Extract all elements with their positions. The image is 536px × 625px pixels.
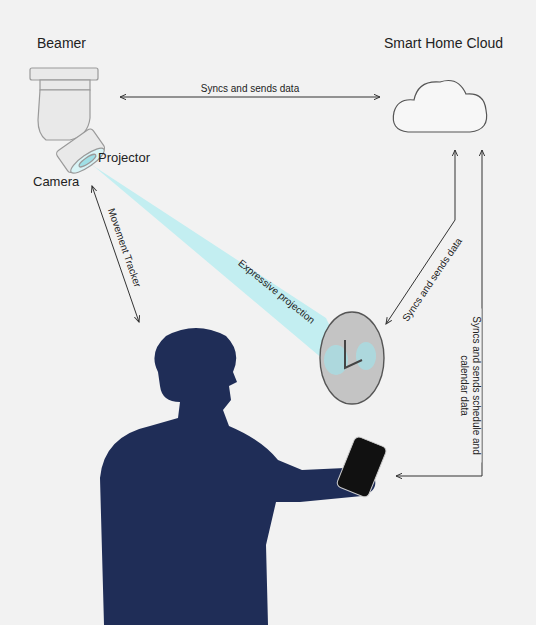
cloud-shape	[393, 81, 486, 133]
cloud-phone-arrow	[396, 150, 482, 476]
phone	[336, 436, 388, 499]
beamer-device	[30, 68, 109, 178]
annotation-label: Projector	[98, 151, 150, 166]
device-node: Smart Home Cloud	[380, 35, 515, 145]
annotation-label: Syncs and sends schedule and calendar da…	[459, 308, 482, 462]
edge-label: Syncs and sends data	[198, 83, 302, 95]
node-title: Beamer	[37, 35, 86, 51]
annotation-label: Syncs and sends data	[399, 234, 466, 325]
annotation-label: Camera	[33, 175, 79, 190]
person-silhouette	[100, 328, 375, 625]
node-title: Smart Home Cloud	[384, 35, 503, 51]
clock	[320, 312, 384, 404]
sync-connector	[120, 97, 380, 98]
